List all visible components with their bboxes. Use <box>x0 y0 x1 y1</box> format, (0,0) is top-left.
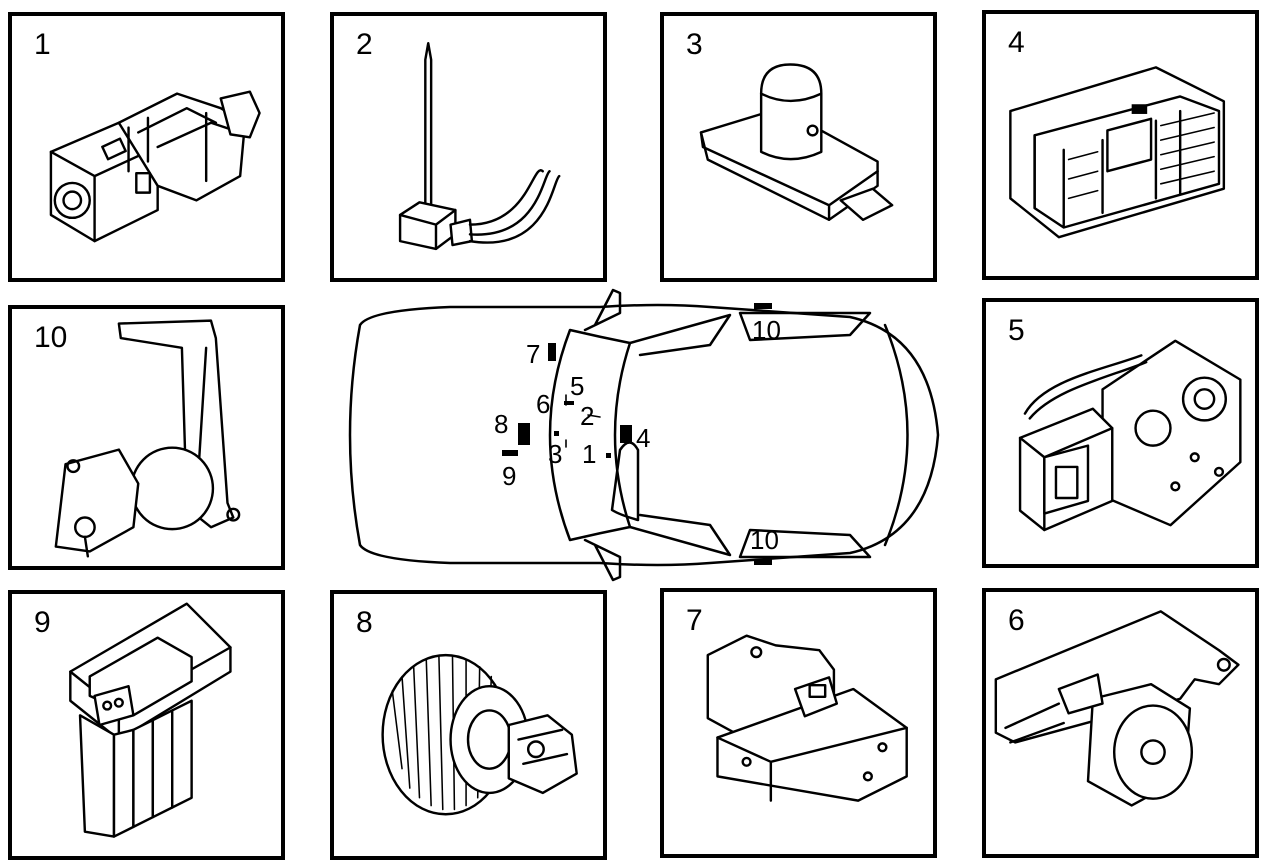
panel-2-temperature-sensor: 2 <box>330 12 607 282</box>
panel-number: 10 <box>34 321 68 354</box>
panel-6-damper-motor: 6 <box>982 588 1259 858</box>
panel-10-outside-temperature-sensor: 10 <box>8 305 285 570</box>
damper-motor-icon <box>994 610 1240 807</box>
car-label-9: 9 <box>502 461 517 491</box>
damper-motor-icon <box>1018 339 1242 532</box>
car-top-view: 7 5 6 2 8 4 3 1 9 10 10 <box>330 285 940 585</box>
car-label-7: 7 <box>526 339 541 369</box>
panel-7-damper-motor: 7 <box>660 588 937 858</box>
car-label-2: 2 <box>580 401 595 431</box>
temperature-sensor-icon <box>398 41 561 251</box>
car-label-10-bottom: 10 <box>750 525 779 555</box>
panel-number: 3 <box>686 28 703 61</box>
panel-number: 9 <box>34 606 51 639</box>
car-outline-icon <box>348 288 940 582</box>
panel-number: 5 <box>1008 314 1025 347</box>
blower-fan-icon <box>381 653 578 816</box>
car-label-6: 6 <box>536 389 551 419</box>
panel-number: 2 <box>356 28 373 61</box>
panel-number: 6 <box>1008 604 1025 637</box>
outside-temperature-sensor-icon <box>54 319 241 558</box>
car-label-1: 1 <box>582 439 597 469</box>
panel-3-sunlight-sensor: 3 <box>660 12 937 282</box>
blower-resistor-icon <box>69 602 232 838</box>
ignition-switch-icon <box>49 90 261 243</box>
panel-number: 8 <box>356 606 373 639</box>
sunlight-sensor-icon <box>699 63 894 221</box>
panel-number: 1 <box>34 28 51 61</box>
panel-number: 4 <box>1008 26 1025 59</box>
car-label-4: 4 <box>636 423 651 453</box>
car-label-3: 3 <box>548 439 563 469</box>
panel-4-control-panel: 4 <box>982 10 1259 280</box>
car-label-8: 8 <box>494 409 509 439</box>
car-label-5: 5 <box>570 371 585 401</box>
panel-8-blower-fan: 8 <box>330 590 607 860</box>
panel-1-ignition-switch: 1 <box>8 12 285 282</box>
car-label-10-top: 10 <box>752 315 781 345</box>
damper-motor-icon <box>706 634 908 802</box>
panel-5-damper-motor: 5 <box>982 298 1259 568</box>
panel-number: 7 <box>686 604 703 637</box>
panel-9-blower-resistor: 9 <box>8 590 285 860</box>
control-panel-icon <box>1009 66 1226 239</box>
